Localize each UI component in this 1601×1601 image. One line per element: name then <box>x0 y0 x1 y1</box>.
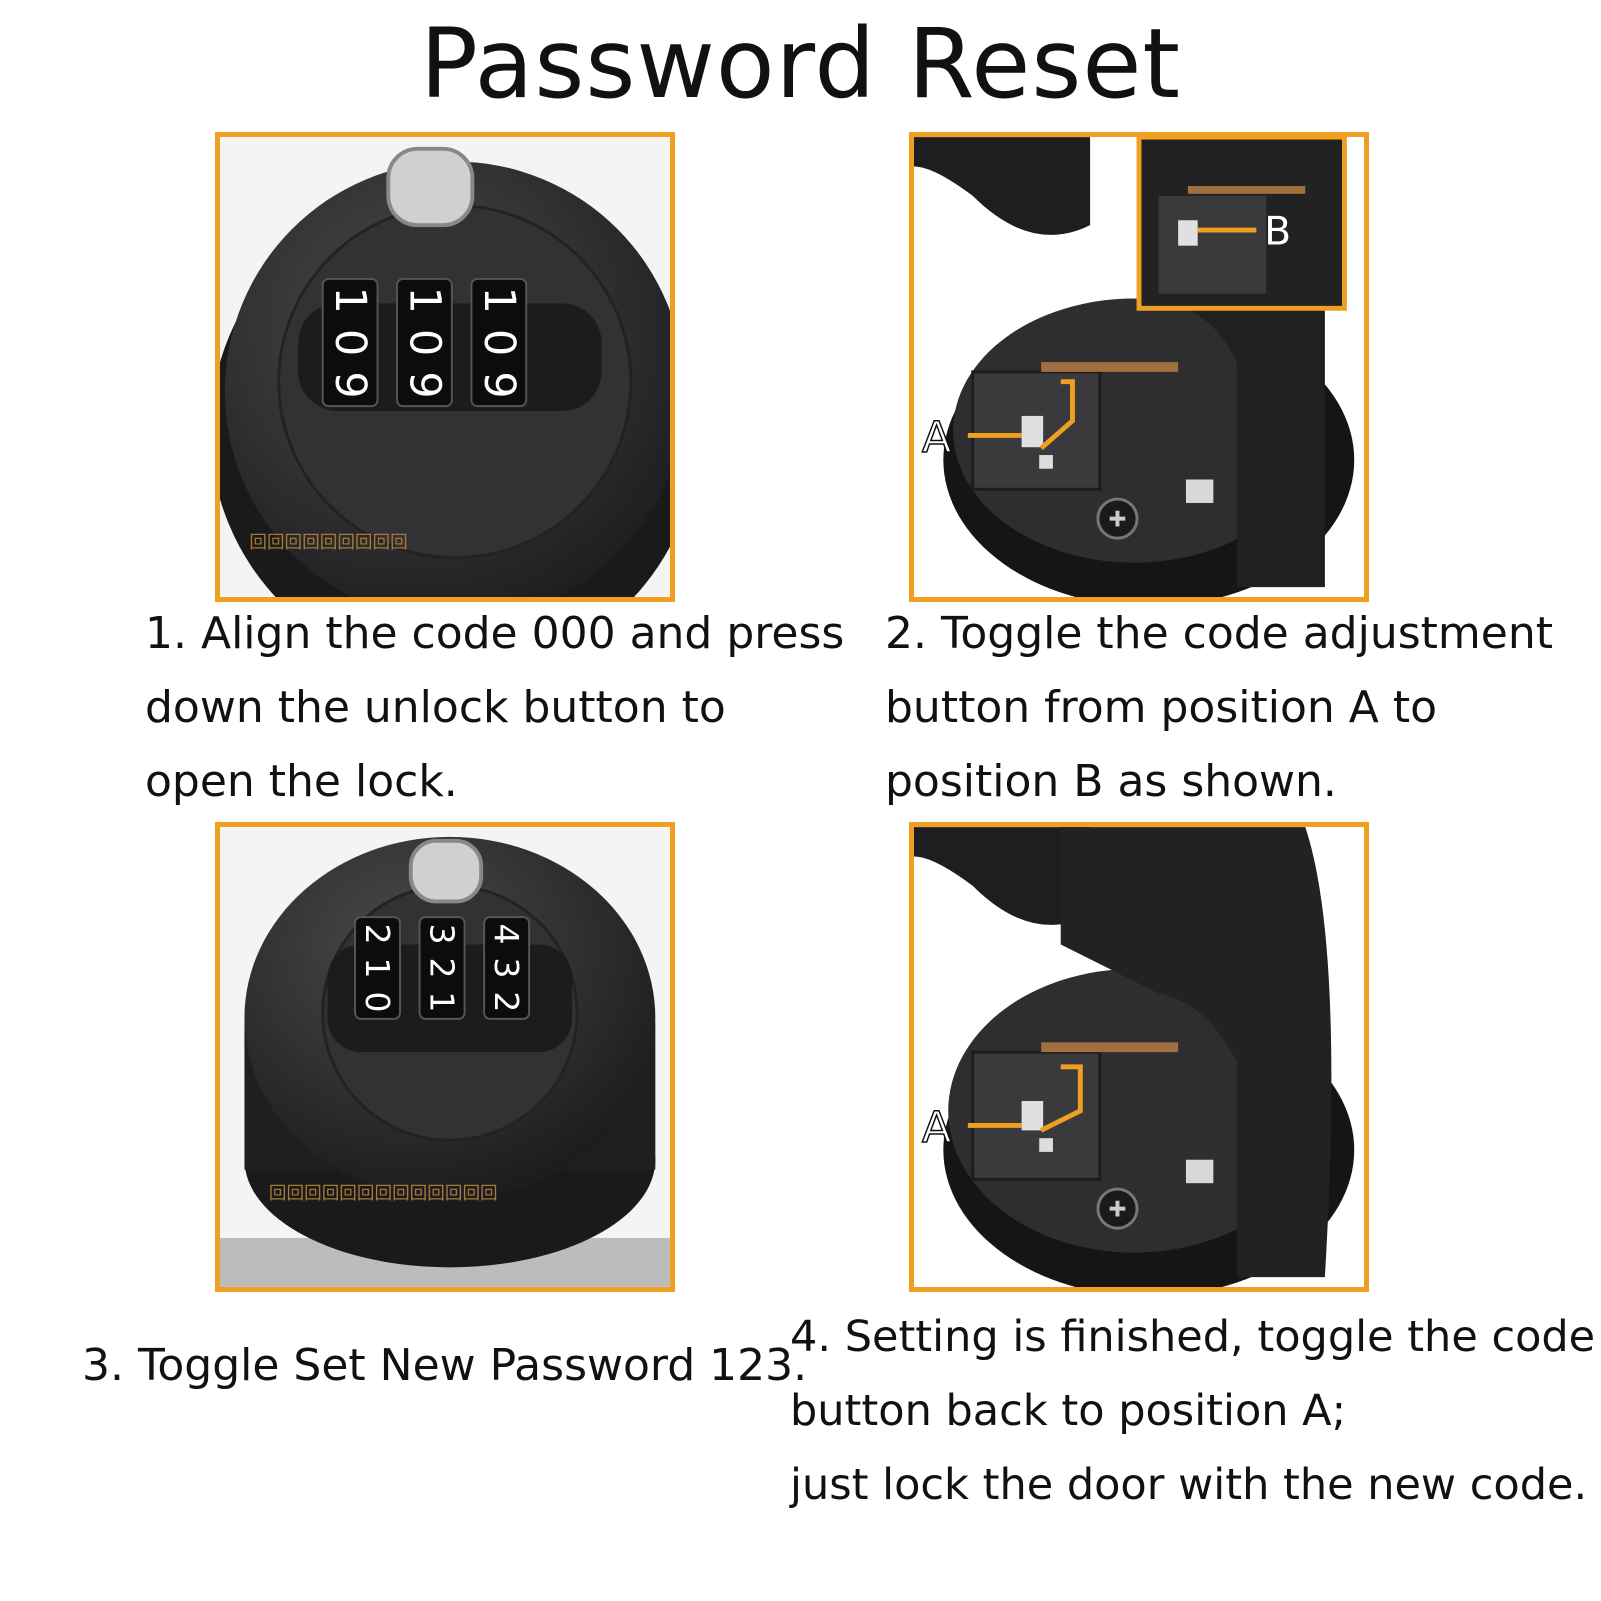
dial-digit: 0 <box>325 329 375 356</box>
step-4-caption: 4. Setting is finished, toggle the code … <box>790 1300 1595 1522</box>
position-a-label: A <box>922 1103 952 1153</box>
dial-wheel[interactable] <box>396 277 453 408</box>
lock-interior-reset-illustration: A <box>914 827 1364 1287</box>
dial-digit: 3 <box>423 923 462 944</box>
step-2-image: A B <box>909 132 1369 602</box>
caption-line: 1. Align the code 000 and press <box>145 608 845 659</box>
dial-digit: 3 <box>487 957 526 978</box>
dial-digit: 9 <box>399 371 449 398</box>
step-3-image: 2 1 0 3 2 1 4 3 2 回回回回回回回回回回回回回 <box>215 822 675 1292</box>
dial-wheel[interactable] <box>483 916 531 1020</box>
svg-text:回回回回回回回回回: 回回回回回回回回回 <box>249 533 407 553</box>
dial-digit: 1 <box>474 286 524 313</box>
dial-digit: 2 <box>423 957 462 978</box>
svg-text:回回回回回回回回回回回回回: 回回回回回回回回回回回回回 <box>269 1184 498 1204</box>
caption-line: 3. Toggle Set New Password 123. <box>82 1340 808 1391</box>
dial-digit: 1 <box>358 957 397 978</box>
caption-line: down the unlock button to <box>145 682 726 733</box>
page-title: Password Reset <box>419 8 1182 120</box>
dial-digit: 0 <box>474 329 524 356</box>
position-b-label: B <box>1264 210 1291 255</box>
step-2-caption: 2. Toggle the code adjustment button fro… <box>885 597 1553 819</box>
position-a-label: A <box>922 413 952 463</box>
lock-face-new-code-illustration: 2 1 0 3 2 1 4 3 2 回回回回回回回回回回回回回 <box>220 827 670 1287</box>
dial-wheel[interactable] <box>470 277 528 408</box>
dial-wheel[interactable] <box>418 916 466 1020</box>
dial-digit: 1 <box>399 286 449 313</box>
step-1-caption: 1. Align the code 000 and press down the… <box>145 597 844 819</box>
dial-digit: 2 <box>358 923 397 944</box>
caption-line: 2. Toggle the code adjustment <box>885 608 1553 659</box>
dial-digit: 1 <box>325 286 375 313</box>
dial-digit: 9 <box>474 371 524 398</box>
step-3-caption: 3. Toggle Set New Password 123. <box>82 1329 807 1403</box>
step-4-image: A <box>909 822 1369 1292</box>
dial-digit: 0 <box>358 991 397 1012</box>
caption-line: position B as shown. <box>885 756 1337 807</box>
caption-line: button from position A to <box>885 682 1438 733</box>
dial-digit: 9 <box>325 371 375 398</box>
dial-digit: 0 <box>399 329 449 356</box>
dial-digit: 1 <box>423 991 462 1012</box>
dial-wheel[interactable] <box>321 277 379 408</box>
dial-wheel[interactable] <box>354 916 401 1020</box>
dial-digit: 2 <box>487 991 526 1012</box>
caption-line: 4. Setting is finished, toggle the code <box>790 1312 1596 1362</box>
caption-line: just lock the door with the new code. <box>790 1460 1588 1510</box>
dial-digit: 4 <box>487 923 526 944</box>
lock-interior-illustration: A B <box>914 137 1364 597</box>
caption-line: button back to position A; <box>790 1386 1347 1436</box>
caption-line: open the lock. <box>145 756 458 807</box>
